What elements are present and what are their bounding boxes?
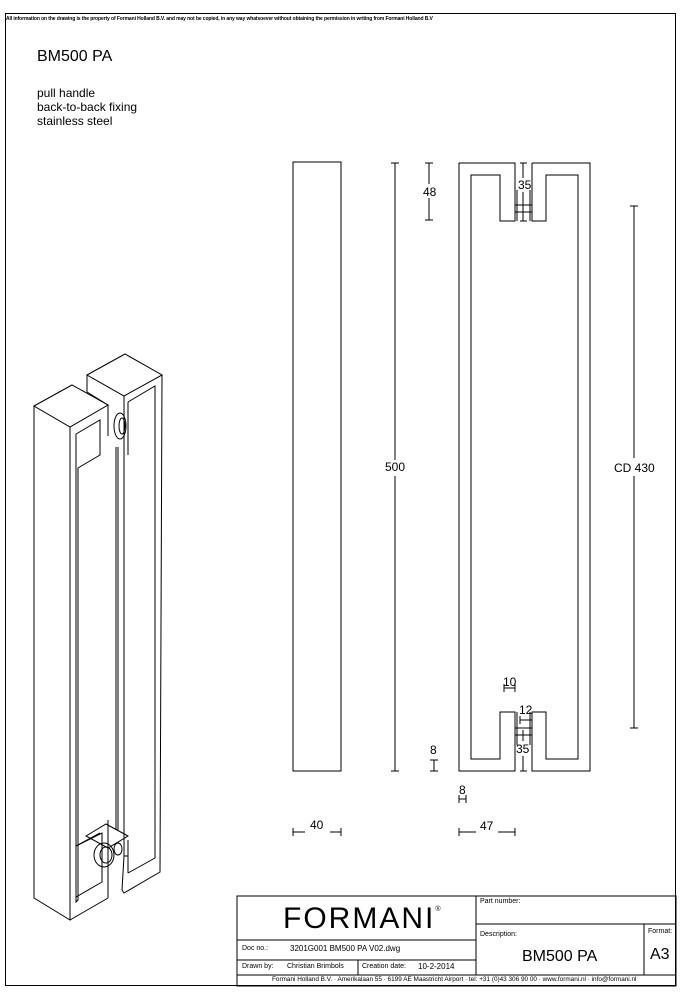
dim-text-35-bottom: 35: [516, 742, 530, 756]
dimension-10: [503, 684, 516, 692]
side-view-bar: [292, 161, 342, 772]
doc-no-value: 3201G001 BM500 PA V02.dwg: [290, 944, 401, 953]
title-block-frame: [236, 895, 677, 987]
formani-logo: FORMANI®: [283, 902, 441, 936]
dim-text-35-top: 35: [518, 178, 532, 192]
front-view-handle: [458, 162, 591, 772]
dimension-48: [425, 162, 433, 221]
product-desc-line-1: pull handle: [37, 86, 96, 100]
company-footer: Formani Holland B.V. · Amerikalaan 55 · …: [272, 976, 637, 983]
format-value: A3: [650, 946, 670, 963]
dim-text-10: 10: [503, 675, 517, 689]
doc-no-label: Doc no.:: [242, 945, 269, 952]
description-value: BM500 PA: [522, 948, 598, 965]
dimension-35-bottom: [520, 730, 527, 772]
product-title: BM500 PA: [37, 48, 113, 65]
dim-text-8-left: 8: [430, 743, 437, 757]
product-desc-line-3: stainless steel: [37, 114, 113, 128]
drawn-by-value: Christian Brimbols: [287, 963, 344, 970]
dim-text-40: 40: [310, 818, 324, 832]
dim-text-500: 500: [385, 460, 405, 474]
dimension-cd430: [630, 205, 638, 729]
drawn-by-label: Drawn by:: [242, 963, 274, 970]
logo-text: FORMANI: [283, 902, 436, 935]
isometric-view: [32, 353, 164, 921]
creation-date-label: Creation date:: [362, 963, 406, 970]
copyright-notice: All information on the drawing is the pr…: [6, 16, 433, 22]
dimension-40: [292, 828, 342, 836]
dim-text-47: 47: [480, 819, 494, 833]
dim-text-cd430: CD 430: [614, 461, 655, 475]
product-desc-line-2: back-to-back fixing: [37, 100, 138, 114]
dimension-35-top: [520, 162, 527, 222]
description-label: Description:: [480, 931, 517, 938]
registered-mark: ®: [435, 906, 441, 913]
dimension-500: [391, 162, 399, 772]
dim-text-8-bottom: 8: [459, 783, 466, 797]
dim-text-12: 12: [519, 703, 533, 717]
dimension-12: [519, 716, 532, 724]
format-label: Format:: [648, 928, 673, 935]
dim-text-48: 48: [423, 185, 437, 199]
dimension-47: [458, 828, 516, 836]
creation-date-value: 10-2-2014: [418, 962, 455, 971]
dimension-8-bottom: [458, 795, 467, 803]
dimension-8-left: [430, 759, 438, 772]
part-number-label: Part number:: [480, 898, 521, 905]
